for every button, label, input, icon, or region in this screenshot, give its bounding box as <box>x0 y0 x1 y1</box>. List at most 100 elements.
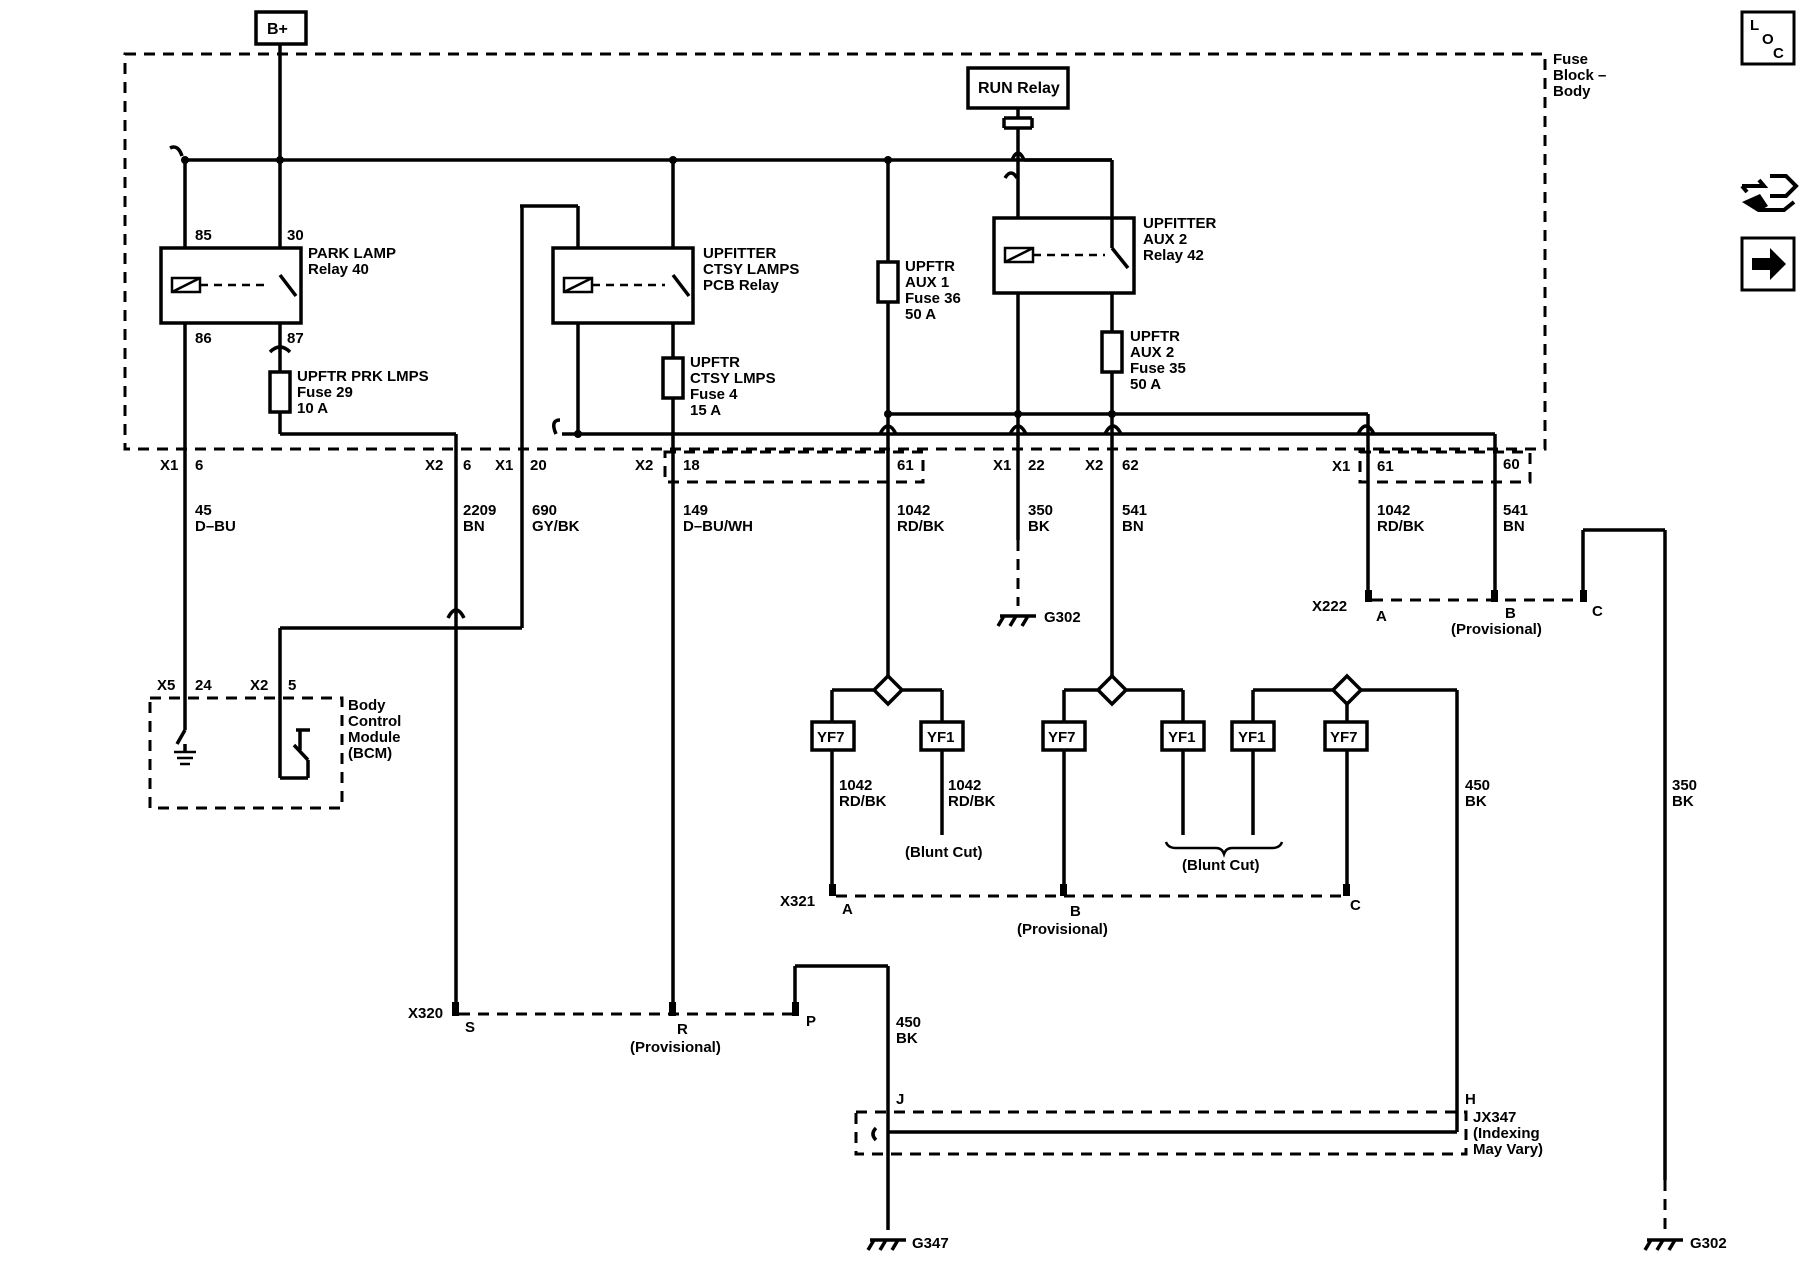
fuse-block-label: Body <box>1553 83 1591 100</box>
wire-number: 541 <box>1122 502 1147 519</box>
splice-yf1 <box>919 720 965 752</box>
splice-label: YF7 <box>817 729 845 746</box>
wire-color: RD/BK <box>948 793 996 810</box>
loc-letter: O <box>1762 31 1774 48</box>
connector-pin: 22 <box>1028 457 1045 474</box>
x321-provisional: (Provisional) <box>1017 921 1108 938</box>
x320-pin-r: R <box>677 1021 688 1038</box>
wire-color: BN <box>1503 518 1525 535</box>
x222-pin-c: C <box>1592 603 1603 620</box>
wire-number: 690 <box>532 502 557 519</box>
wire-color: GY/BK <box>532 518 580 535</box>
ctsy-relay-label: UPFITTER <box>703 245 776 262</box>
wire-color: BN <box>1122 518 1144 535</box>
fuse-block-label: Block – <box>1553 67 1606 84</box>
pin-85: 85 <box>195 227 212 244</box>
wire-number: 149 <box>683 502 708 519</box>
bcm-pin: 24 <box>195 677 212 694</box>
connector-label: X1 <box>993 457 1011 474</box>
schematic-icon[interactable] <box>1740 174 1799 212</box>
jx347-box <box>854 1110 1468 1156</box>
pin-87: 87 <box>287 330 304 347</box>
wire-number: 450 <box>896 1014 921 1031</box>
bcm-conn: X2 <box>250 677 268 694</box>
wire-color: BK <box>896 1030 918 1047</box>
fuse-35 <box>1100 330 1124 374</box>
connector-pin: 60 <box>1503 456 1520 473</box>
ctsy-relay-label: PCB Relay <box>703 277 780 294</box>
connector-label: X1 <box>495 457 513 474</box>
splice-label: YF7 <box>1048 729 1076 746</box>
fuse-36 <box>876 260 900 304</box>
aux2-relay <box>992 216 1136 295</box>
wire-number: 350 <box>1028 502 1053 519</box>
wire-number: 45 <box>195 502 212 519</box>
connector-x2-box <box>663 450 925 484</box>
splice-label: YF1 <box>927 729 955 746</box>
jx347-pin-j: J <box>896 1091 904 1108</box>
fuse-36-label: Fuse 36 <box>905 290 961 307</box>
wire-number: 1042 <box>948 777 981 794</box>
fuse-35-label: 50 A <box>1130 376 1161 393</box>
connector-label: X1 <box>1332 458 1350 475</box>
run-relay-box <box>966 66 1070 110</box>
fuse-29 <box>268 370 292 414</box>
wire-color: BK <box>1672 793 1694 810</box>
x320-provisional: (Provisional) <box>630 1039 721 1056</box>
fuse-4 <box>661 356 685 400</box>
aux2-relay-label: UPFITTER <box>1143 215 1216 232</box>
x321-pin-b: B <box>1070 903 1081 920</box>
x320-pin-p: P <box>806 1013 816 1030</box>
fuse-4-label: Fuse 4 <box>690 386 738 403</box>
ctsy-relay-label: CTSY LAMPS <box>703 261 799 278</box>
pin-30: 30 <box>287 227 304 244</box>
connector-label: X1 <box>160 457 178 474</box>
fuse-35-label: UPFTR <box>1130 328 1180 345</box>
jx347-label: (Indexing <box>1473 1125 1540 1142</box>
x321-pin-a: A <box>842 901 853 918</box>
bcm-pin: 5 <box>288 677 296 694</box>
connector-pin: 6 <box>463 457 471 474</box>
bcm-conn: X5 <box>157 677 175 694</box>
wire-number: 1042 <box>839 777 872 794</box>
wire-color: BN <box>463 518 485 535</box>
fuse-36-label: AUX 1 <box>905 274 949 291</box>
x222-pin-b: B <box>1505 605 1516 622</box>
x222-provisional: (Provisional) <box>1451 621 1542 638</box>
loc-letter: L <box>1750 17 1759 34</box>
blunt-cut-label: (Blunt Cut) <box>905 844 982 861</box>
bcm-label: Body <box>348 697 386 714</box>
jx347-pin-h: H <box>1465 1091 1476 1108</box>
connector-pin: 61 <box>897 457 914 474</box>
arrow-right-icon[interactable] <box>1740 236 1796 292</box>
ground-g347-label: G347 <box>912 1235 949 1252</box>
fuse-block-boundary <box>123 52 1547 451</box>
fuse-4-label: UPFTR <box>690 354 740 371</box>
wire-number: 1042 <box>1377 502 1410 519</box>
battery-positive-box <box>254 10 308 46</box>
ground-g302-label: G302 <box>1044 609 1081 626</box>
bcm-box <box>148 696 344 810</box>
pin-86: 86 <box>195 330 212 347</box>
x320-pin-s: S <box>465 1019 475 1036</box>
battery-positive-label: B+ <box>267 21 288 38</box>
fuse-29-label: UPFTR PRK LMPS <box>297 368 429 385</box>
loc-icon[interactable]: L O C <box>1740 10 1796 66</box>
aux2-relay-label: AUX 2 <box>1143 231 1187 248</box>
wire-number: 350 <box>1672 777 1697 794</box>
splice-label: YF1 <box>1168 729 1196 746</box>
fuse-4-label: CTSY LMPS <box>690 370 776 387</box>
splice-label: YF1 <box>1238 729 1266 746</box>
connector-pin: 61 <box>1377 458 1394 475</box>
fuse-29-label: Fuse 29 <box>297 384 353 401</box>
fuse-36-label: UPFTR <box>905 258 955 275</box>
fuse-35-label: Fuse 35 <box>1130 360 1186 377</box>
x321-pin-c: C <box>1350 897 1361 914</box>
x222-label: X222 <box>1312 598 1347 615</box>
jx347-label: JX347 <box>1473 1109 1516 1126</box>
jx347-label: May Vary) <box>1473 1141 1543 1158</box>
park-lamp-relay <box>159 246 303 325</box>
splice-yf7 <box>1041 720 1087 752</box>
wire-color: RD/BK <box>839 793 887 810</box>
